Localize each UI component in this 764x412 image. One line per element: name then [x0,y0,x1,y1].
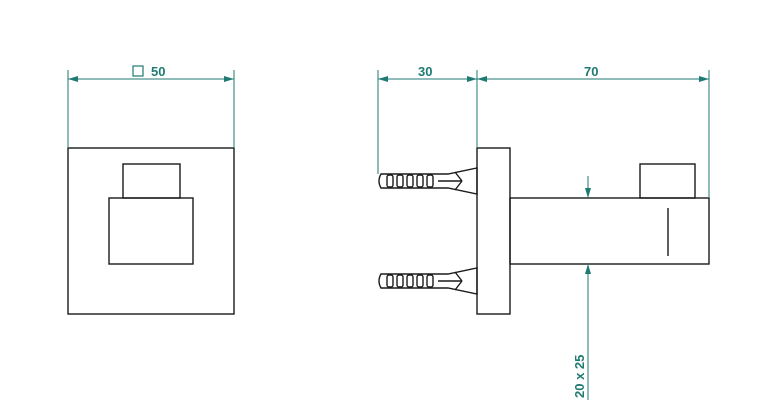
front-base-plate [67,147,235,315]
side-view: 30 70 20 x 25 [377,64,710,400]
arrowhead-right [224,76,234,82]
wall-anchor-upper [378,167,478,195]
arrowhead-left [378,76,388,82]
arrowhead-bottom [585,264,591,274]
projection-label: 70 [584,64,598,79]
arrowhead-left [68,76,78,82]
front-width-label: 50 [151,64,165,79]
arrowhead-right [467,76,477,82]
arrowhead-right [699,76,709,82]
front-hook-top [122,163,181,199]
side-hook-arm [509,197,710,265]
front-hook-body [108,197,194,265]
square-symbol-icon [132,65,144,77]
side-hook-top [639,163,696,199]
arrowhead-top [585,188,591,198]
bar-section-dimension: 20 x 25 [572,176,591,400]
anchor-depth-dimension: 30 [377,64,478,174]
arrowhead-left [477,76,487,82]
anchor-depth-label: 30 [418,64,432,79]
projection-dimension: 70 [477,64,710,198]
front-view: 50 [67,64,235,315]
front-width-dimension: 50 [67,64,235,148]
bar-section-label: 20 x 25 [572,355,587,398]
side-wall-plate [476,147,511,315]
wall-anchor-lower [378,267,478,295]
